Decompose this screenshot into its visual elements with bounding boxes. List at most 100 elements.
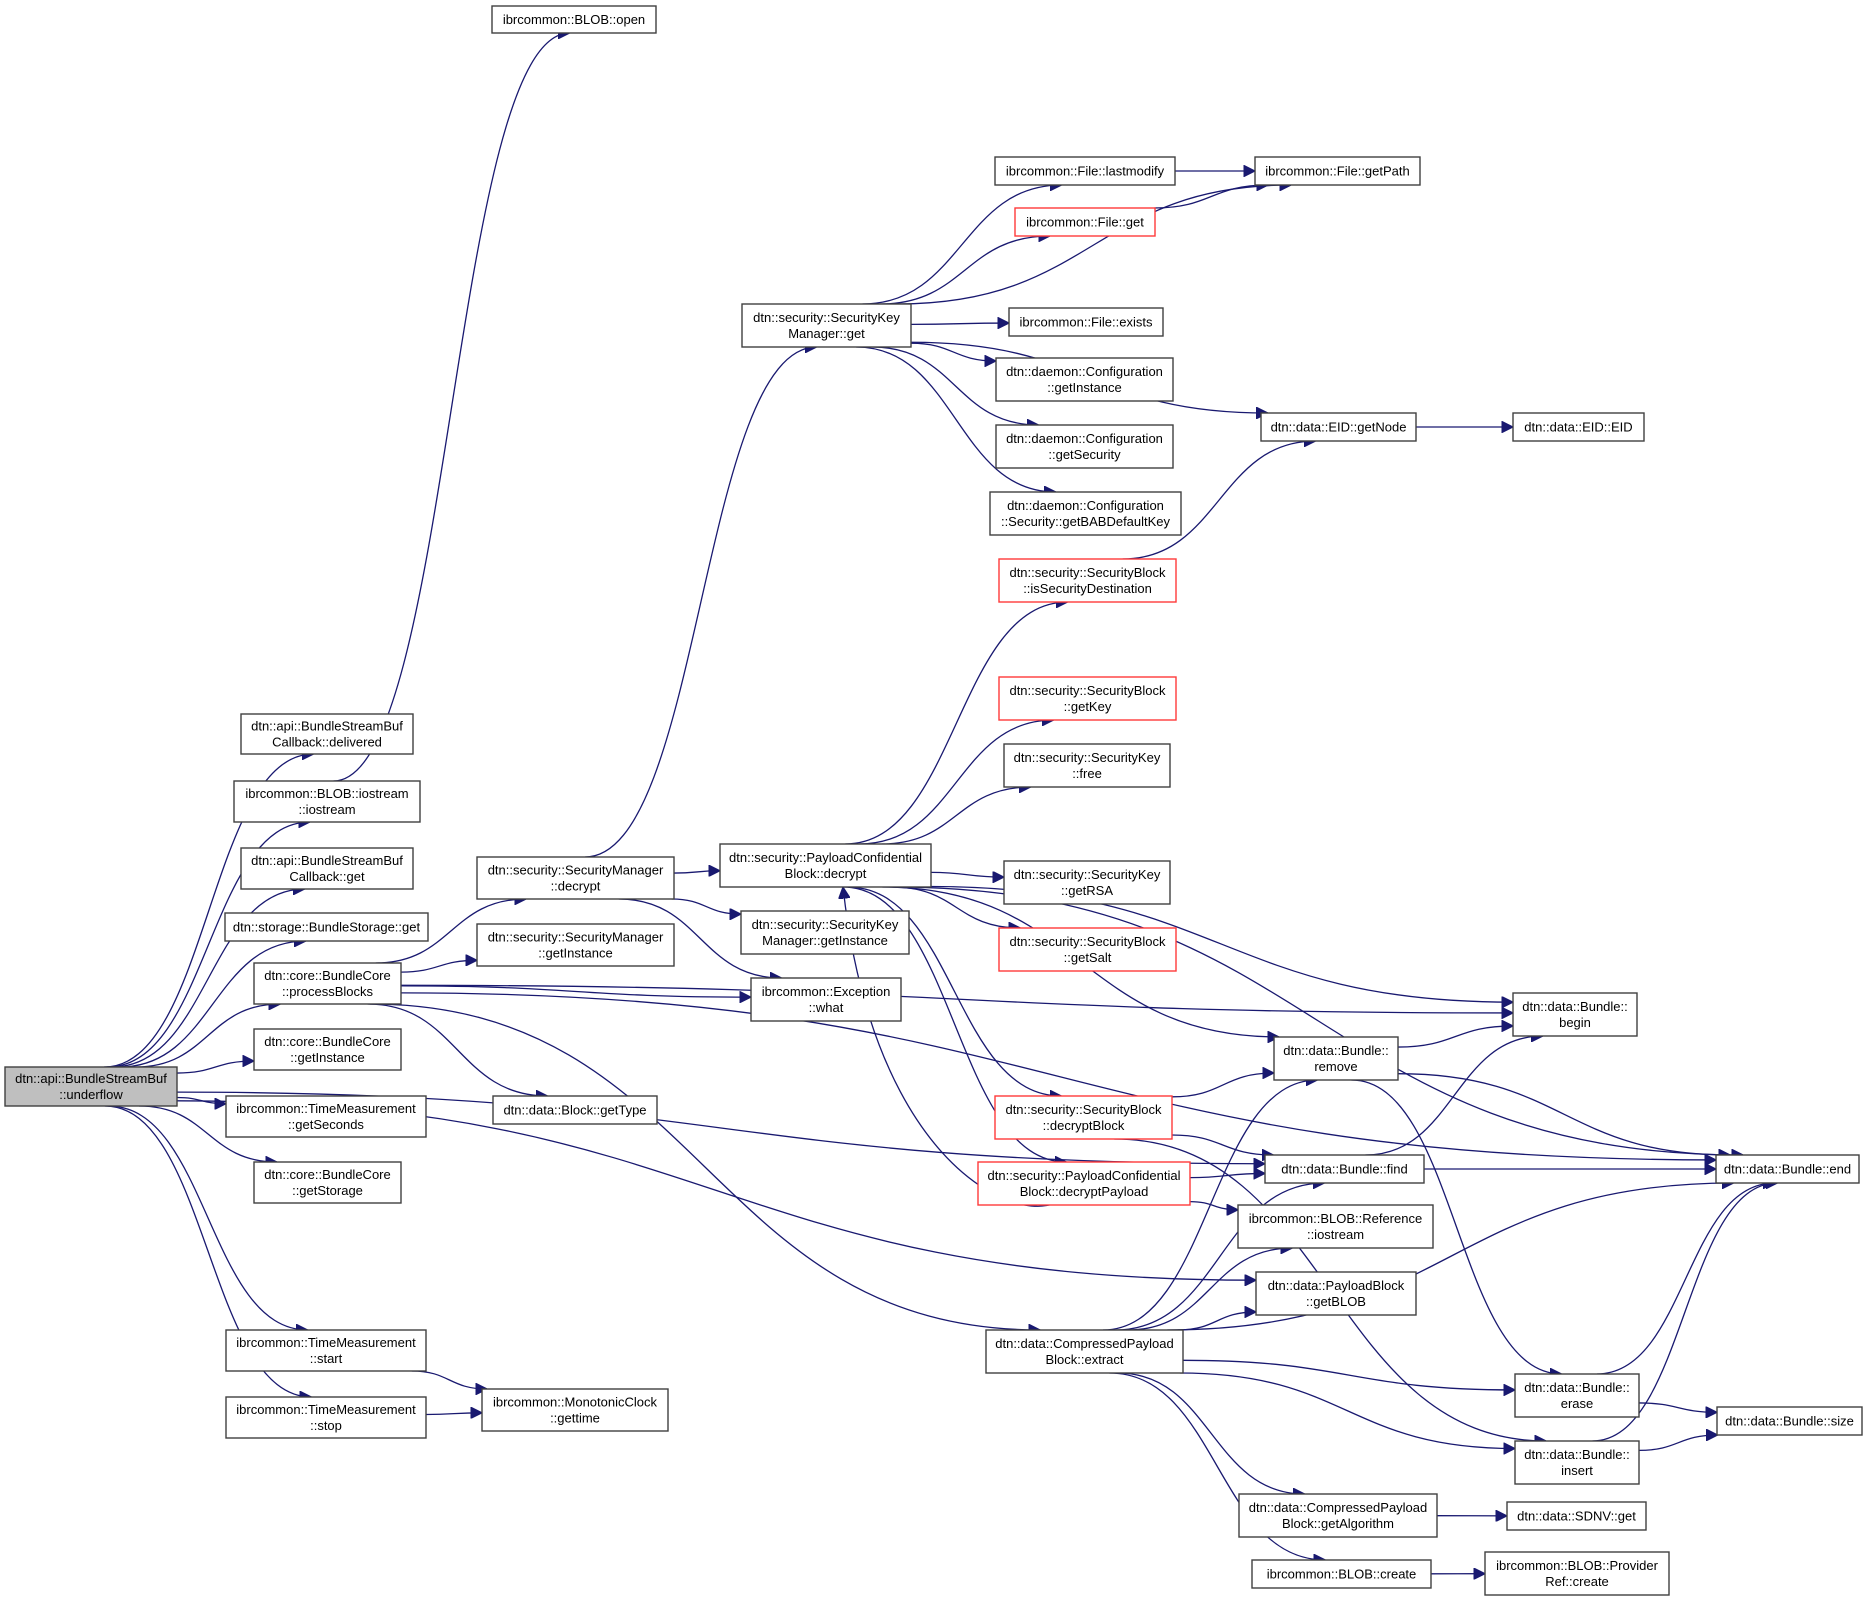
node-box[interactable] [994,156,1176,186]
node-cpb-extract[interactable]: dtn::data::CompressedPayloadBlock::extra… [985,1329,1184,1374]
node-file-getPath[interactable]: ibrcommon::File::getPath [1254,156,1421,186]
node-box[interactable] [492,1095,658,1125]
node-box[interactable] [233,780,421,823]
node-skm-getInstance[interactable]: dtn::security::SecurityKeyManager::getIn… [740,910,910,955]
node-pcb-decryptPayload[interactable]: dtn::security::PayloadConfidentialBlock:… [977,1161,1191,1206]
node-sk-free[interactable]: dtn::security::SecurityKey::free [1003,743,1171,788]
node-box[interactable] [1273,1036,1399,1081]
node-box[interactable] [750,977,902,1022]
node-box[interactable] [998,927,1177,972]
node-storage-get[interactable]: dtn::storage::BundleStorage::get [224,912,429,942]
node-box[interactable] [4,1066,178,1107]
node-bundle-end[interactable]: dtn::data::Bundle::end [1715,1154,1860,1184]
node-box[interactable] [1260,412,1417,442]
node-sb-decryptBlock[interactable]: dtn::security::SecurityBlock::decryptBlo… [994,1095,1173,1140]
node-box[interactable] [1514,1440,1640,1485]
node-blob-create[interactable]: ibrcommon::BLOB::create [1251,1559,1432,1589]
node-bundle-remove[interactable]: dtn::data::Bundle::remove [1273,1036,1399,1081]
node-pb-getBLOB[interactable]: dtn::data::PayloadBlock::getBLOB [1255,1271,1417,1316]
node-box[interactable] [1506,1501,1647,1531]
node-box[interactable] [1715,1154,1860,1184]
node-pcb-decrypt[interactable]: dtn::security::PayloadConfidentialBlock:… [719,843,932,888]
node-box[interactable] [240,847,414,890]
node-box[interactable] [1512,992,1638,1037]
node-conf-getInstance[interactable]: dtn::daemon::Configuration::getInstance [995,357,1174,402]
node-box[interactable] [1484,1551,1670,1596]
node-box[interactable] [253,1161,402,1204]
node-bundle-begin[interactable]: dtn::data::Bundle::begin [1512,992,1638,1037]
node-blob-open[interactable]: ibrcommon::BLOB::open [491,5,657,34]
node-box[interactable] [1255,1271,1417,1316]
node-conf-bab[interactable]: dtn::daemon::Configuration::Security::ge… [989,491,1182,536]
node-box[interactable] [225,1396,427,1439]
node-box[interactable] [1254,156,1421,186]
node-sm-getInstance[interactable]: dtn::security::SecurityManager::getInsta… [476,923,675,967]
node-box[interactable] [1716,1406,1863,1436]
node-sb-isSecDest[interactable]: dtn::security::SecurityBlock::isSecurity… [998,558,1177,603]
node-box[interactable] [719,843,932,888]
node-mono-gettime[interactable]: ibrcommon::MonotonicClock::gettime [481,1388,669,1432]
node-box[interactable] [476,923,675,967]
node-bundle-erase[interactable]: dtn::data::Bundle::erase [1514,1373,1640,1418]
node-sdnv-get[interactable]: dtn::data::SDNV::get [1506,1501,1647,1531]
node-box[interactable] [989,491,1182,536]
node-box[interactable] [985,1329,1184,1374]
node-box[interactable] [1003,743,1171,788]
node-box[interactable] [253,1028,402,1071]
node-box[interactable] [240,713,414,755]
node-block-getType[interactable]: dtn::data::Block::getType [492,1095,658,1125]
node-box[interactable] [1512,412,1645,442]
node-bundle-find[interactable]: dtn::data::Bundle::find [1264,1154,1425,1184]
node-eid-eid[interactable]: dtn::data::EID::EID [1512,412,1645,442]
node-tm-stop[interactable]: ibrcommon::TimeMeasurement::stop [225,1396,427,1439]
node-cb-delivered[interactable]: dtn::api::BundleStreamBufCallback::deliv… [240,713,414,755]
node-cpb-getAlgorithm[interactable]: dtn::data::CompressedPayloadBlock::getAl… [1238,1493,1438,1538]
node-box[interactable] [740,910,910,955]
node-box[interactable] [225,1329,427,1372]
node-box[interactable] [998,558,1177,603]
node-sm-decrypt[interactable]: dtn::security::SecurityManager::decrypt [476,856,675,900]
node-exc-what[interactable]: ibrcommon::Exception::what [750,977,902,1022]
node-box[interactable] [994,1095,1173,1140]
node-box[interactable] [476,856,675,900]
node-box[interactable] [741,303,912,348]
node-sk-getRSA[interactable]: dtn::security::SecurityKey::getRSA [1003,860,1171,905]
node-box[interactable] [1238,1493,1438,1538]
node-box[interactable] [1514,1373,1640,1418]
node-box[interactable] [224,912,429,942]
node-tm-getSeconds[interactable]: ibrcommon::TimeMeasurement::getSeconds [225,1095,427,1138]
node-box[interactable] [998,676,1177,721]
node-core-getInstance[interactable]: dtn::core::BundleCore::getInstance [253,1028,402,1071]
node-box[interactable] [481,1388,669,1432]
node-box[interactable] [253,962,402,1005]
node-box[interactable] [995,424,1174,469]
node-file-get[interactable]: ibrcommon::File::get [1014,207,1156,237]
node-box[interactable] [1251,1559,1432,1589]
node-box[interactable] [491,5,657,34]
node-blobref-iostream[interactable]: ibrcommon::BLOB::Reference::iostream [1237,1204,1434,1249]
node-box[interactable] [1003,860,1171,905]
node-underflow[interactable]: dtn::api::BundleStreamBuf::underflow [4,1066,178,1107]
node-eid-getNode[interactable]: dtn::data::EID::getNode [1260,412,1417,442]
node-box[interactable] [977,1161,1191,1206]
node-conf-getSecurity[interactable]: dtn::daemon::Configuration::getSecurity [995,424,1174,469]
node-box[interactable] [1264,1154,1425,1184]
node-file-lastmodify[interactable]: ibrcommon::File::lastmodify [994,156,1176,186]
node-processBlocks[interactable]: dtn::core::BundleCore::processBlocks [253,962,402,1005]
node-bundle-size[interactable]: dtn::data::Bundle::size [1716,1406,1863,1436]
node-bundle-insert[interactable]: dtn::data::Bundle::insert [1514,1440,1640,1485]
node-sb-getSalt[interactable]: dtn::security::SecurityBlock::getSalt [998,927,1177,972]
node-blob-iostream[interactable]: ibrcommon::BLOB::iostream::iostream [233,780,421,823]
node-core-getStorage[interactable]: dtn::core::BundleCore::getStorage [253,1161,402,1204]
node-tm-start[interactable]: ibrcommon::TimeMeasurement::start [225,1329,427,1372]
node-sb-getKey[interactable]: dtn::security::SecurityBlock::getKey [998,676,1177,721]
node-box[interactable] [995,357,1174,402]
node-box[interactable] [225,1095,427,1138]
node-file-exists[interactable]: ibrcommon::File::exists [1008,307,1164,337]
node-box[interactable] [1008,307,1164,337]
node-box[interactable] [1014,207,1156,237]
node-box[interactable] [1237,1204,1434,1249]
